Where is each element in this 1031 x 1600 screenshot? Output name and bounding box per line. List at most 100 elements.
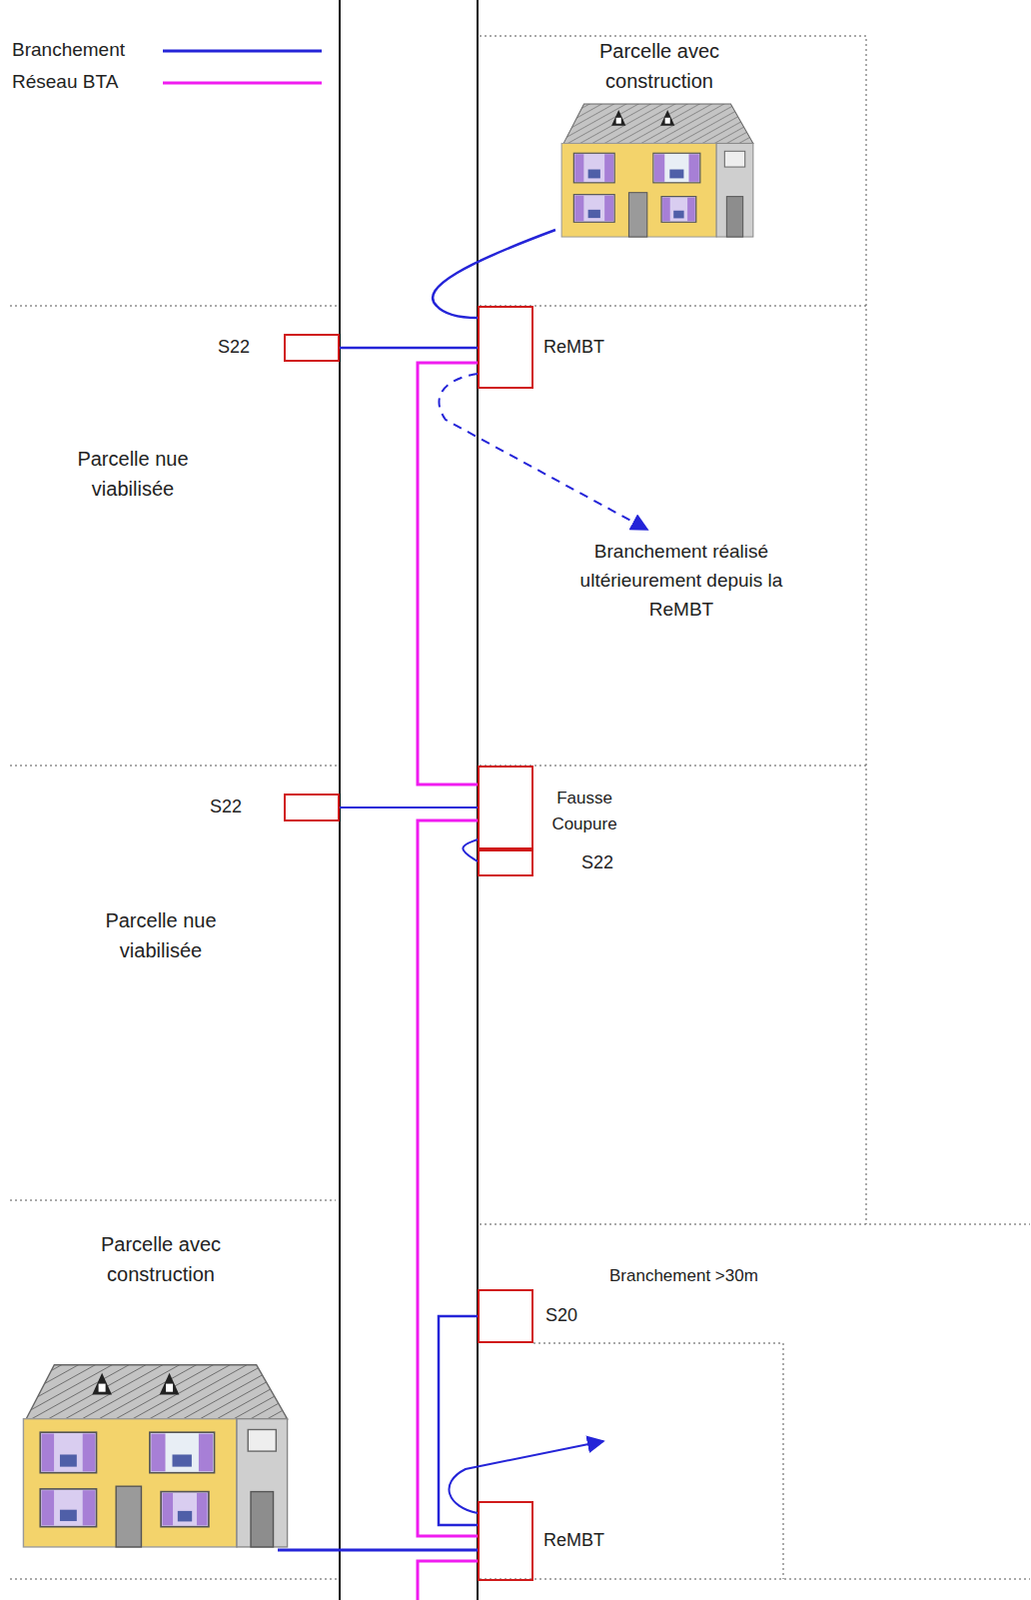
- parcel-border: [479, 305, 867, 307]
- parcel-borders: [9, 35, 1031, 1579]
- box-label: S22: [209, 796, 242, 819]
- service-connection: [339, 346, 478, 350]
- window: [149, 1431, 215, 1473]
- window: [724, 150, 745, 167]
- furniture: [172, 1453, 192, 1466]
- legend-sample: [162, 81, 322, 85]
- service-connection: [438, 1315, 478, 1525]
- curtain: [574, 195, 584, 222]
- dormer-window: [98, 1383, 106, 1392]
- furniture: [673, 210, 684, 219]
- roof-hatching: [563, 103, 754, 143]
- curtain: [654, 153, 665, 182]
- roof: [563, 103, 754, 143]
- curtain: [196, 1492, 208, 1525]
- service-connection: [462, 839, 478, 862]
- network-cable: [417, 362, 478, 785]
- dormer-window: [665, 117, 671, 124]
- note: Branchement réalisé ultérieurement depui…: [579, 536, 785, 624]
- roof-hatching: [25, 1364, 287, 1419]
- parcel-label: Parcelle nue viabilisée: [95, 905, 226, 966]
- roof: [25, 1364, 287, 1419]
- window: [573, 194, 615, 223]
- window: [39, 1431, 96, 1473]
- future-service-wire: [438, 373, 648, 530]
- parcel-border: [533, 1342, 784, 1579]
- furniture: [669, 169, 684, 179]
- door: [628, 192, 647, 237]
- door: [726, 196, 743, 237]
- network-cable: [417, 1560, 478, 1600]
- cabinet-box: S22: [283, 793, 340, 822]
- curtain: [604, 195, 614, 222]
- curtain: [198, 1433, 213, 1472]
- parcel-label: Parcelle avec construction: [579, 35, 740, 96]
- curtain: [162, 1492, 174, 1525]
- box-label: Fausse Coupure: [543, 785, 626, 838]
- box-label: ReMBT: [543, 1529, 605, 1552]
- curtain: [41, 1433, 54, 1472]
- furniture: [59, 1509, 77, 1521]
- curtain: [687, 197, 696, 222]
- parcel-border: [479, 35, 867, 1224]
- parcel-border: [479, 1223, 1031, 1225]
- service-wire: [277, 1548, 478, 1552]
- door: [250, 1491, 273, 1547]
- parcel-border: [9, 765, 338, 767]
- cabinet-box: S20: [477, 1288, 534, 1343]
- box-label: ReMBT: [543, 336, 605, 359]
- cabinet-box: ReMBT: [477, 305, 534, 389]
- legend-label: Réseau BTA: [11, 70, 118, 93]
- house-drawing: [561, 103, 754, 237]
- curtain: [574, 153, 584, 182]
- note: Branchement >30m: [609, 1263, 759, 1288]
- dormer: [611, 109, 626, 126]
- box-label: S20: [545, 1304, 578, 1327]
- curtain: [150, 1433, 165, 1472]
- dormer: [159, 1372, 180, 1395]
- dormer: [91, 1372, 112, 1395]
- window: [39, 1488, 96, 1527]
- parcel-label: Parcelle avec construction: [80, 1228, 241, 1289]
- network-cable: [417, 820, 478, 1536]
- service-wire: [432, 229, 556, 318]
- cabinet-box: S22: [283, 333, 340, 362]
- parcel-border: [479, 765, 867, 767]
- furniture: [59, 1453, 77, 1466]
- service-connection: [339, 806, 478, 809]
- curtain: [82, 1433, 95, 1472]
- window: [661, 196, 697, 223]
- box-label: S22: [217, 336, 250, 359]
- house-annex: [236, 1418, 288, 1547]
- curtain: [688, 153, 699, 182]
- legend-sample: [162, 49, 322, 53]
- parcel-border: [479, 1578, 1031, 1580]
- house-annex: [716, 142, 754, 237]
- parcel-border: [9, 1578, 338, 1580]
- curtain: [604, 153, 614, 182]
- dormer: [660, 109, 675, 126]
- houses: [22, 103, 753, 1547]
- box-label: S22: [581, 852, 614, 875]
- house-wall: [561, 142, 717, 237]
- furniture: [588, 169, 601, 179]
- window: [247, 1429, 276, 1452]
- curtain: [41, 1489, 54, 1525]
- furniture: [588, 209, 601, 218]
- parcel-border: [9, 1199, 336, 1201]
- door: [115, 1485, 141, 1547]
- house-wall: [22, 1418, 237, 1547]
- dormer-window: [616, 117, 622, 124]
- legend-label: Branchement: [11, 38, 125, 61]
- cabinet-box: S22: [477, 849, 534, 877]
- dormer-window: [165, 1383, 173, 1392]
- window: [653, 152, 701, 183]
- house-drawing: [22, 1364, 287, 1547]
- window: [160, 1491, 209, 1527]
- window: [573, 152, 615, 183]
- furniture: [177, 1510, 192, 1522]
- cabinet-box: Fausse Coupure: [477, 765, 534, 850]
- cabinet-box: ReMBT: [477, 1500, 534, 1581]
